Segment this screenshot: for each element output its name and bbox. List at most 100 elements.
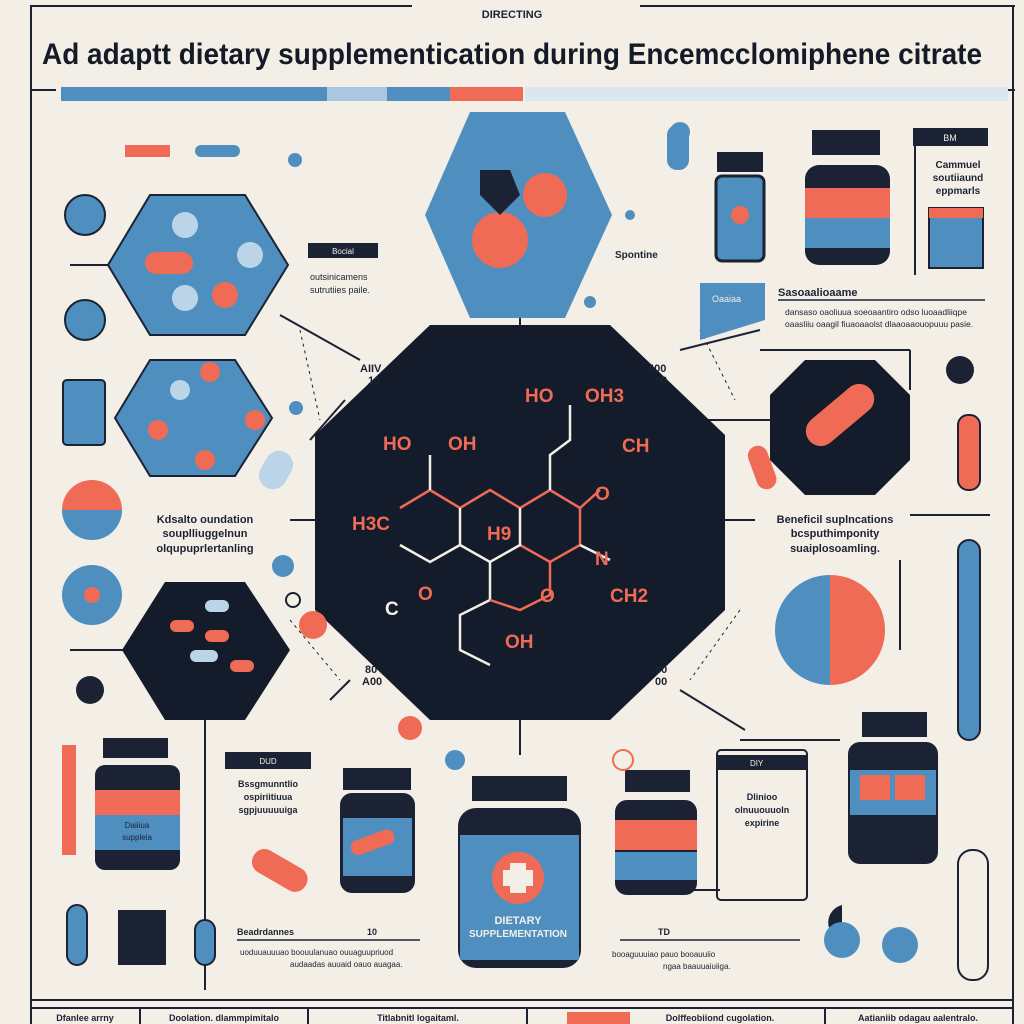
text-line: suaiplosoamling. [790,543,880,555]
molecule-node [148,420,168,440]
capsule-icon [145,252,193,274]
text-line: souplliuggelnun [163,528,248,540]
target-center-icon [84,587,100,603]
note-line: sutrutiies paile. [310,285,370,295]
decorative-dots [259,122,777,771]
top-molecule-hexagon [425,112,612,318]
bottom-center-note: TD booaguuuiao pauo booauuiio ngaa baauu… [612,927,800,971]
left-mid-text: Kdsalto oundation souplliuggelnun olqupu… [156,514,253,555]
section-title: Beadrdannes [237,927,294,937]
capsules-hexagon [106,194,290,336]
atom-label: CH [622,436,649,457]
footer-cell: Doolation. dlammpimitalo [169,1013,280,1023]
section-title: Sasoaalioaame [778,287,858,299]
thermometer-icon [957,539,981,741]
footer-cell: Dolffeobiiond cugolation. [666,1013,774,1023]
atom-label: H9 [487,524,511,545]
bottle-label: DIETARY [494,915,542,927]
card-line: olnuuouuoln [735,805,789,815]
card-line: Cammuel [935,160,980,171]
bottle-large-top [805,130,890,265]
card-line: Bssgmunntlio [238,779,299,789]
note-line: outsinicamens [310,272,368,282]
pill-icon [205,630,229,642]
section-body: dansaso oaoliuua soeoaantiro odso luoaad… [785,307,967,317]
card-tag: DUD [259,757,277,766]
atom-label: HO [383,434,412,455]
pencil-icon [62,745,76,855]
atom-label: OH [448,434,477,455]
molecule-node [170,380,190,400]
card-tag: BM [943,133,957,143]
note-body: booaguuuiao pauo booauuiio [612,950,716,959]
progress-segment-1 [61,87,327,101]
flower-icon [76,676,104,704]
capsule-icon [805,383,875,447]
card-line: ospiriitiuua [244,792,293,802]
corner-label: 10 [368,375,380,387]
atom-label: O [418,584,433,605]
text-line: bcsputhimponity [791,528,880,540]
pill-bottle-middle-left [340,768,415,893]
card-line: eppmarls [936,186,981,197]
card-line: sgpjuuuuuiga [239,805,299,815]
atom-label: O [540,586,555,607]
left-bottle: Daiiiua suppleia [95,738,180,870]
pill-icon [205,600,229,612]
molecule-hexagon [113,359,274,477]
pill-icon [237,242,263,268]
header-kicker: DIRECTING [482,9,543,21]
footer-cells: Dfanlee arrny Doolation. dlammpimitalo T… [56,1013,978,1023]
text-line: Kdsalto oundation [157,514,254,526]
bottle-middle-right [615,770,697,895]
molecule-structure [399,405,611,667]
note-tag: Bocial [332,247,354,256]
top-hexagon-label: Spontine [615,250,658,261]
card-line: Dlinioo [747,792,778,802]
corner-label: 00 [655,676,667,688]
molecule-labels: HO OH3 HO OH CH O H3C H9 N CH2 C O OH O [352,386,649,653]
footer-cell: Aatianiib odagau aalentralo. [858,1013,978,1023]
pill-icon [230,660,254,672]
page-title: Ad adaptt dietary supplementication duri… [42,38,982,71]
atom-label: OH [505,632,534,653]
pill-icon [172,212,198,238]
sprout-icon [882,927,918,963]
section-body: audaadas auuaid oauo auagaa. [290,960,403,969]
card-line: expirine [745,818,780,828]
pill-icon [212,282,238,308]
half-circle-icon [62,480,122,510]
progress-segment-rest [525,87,1008,101]
arrow-icon [125,145,170,157]
pill-icon [172,285,198,311]
note-value: TD [658,927,670,937]
right-mid-text: Beneficil suplncations bcsputhimponity s… [777,514,894,555]
molecule-sphere [472,212,528,268]
capsule-icon [195,145,240,157]
pill-icon [190,650,218,662]
corner-label: AIIV [360,363,382,375]
half-circle-icon [62,510,122,540]
footer-cell: Titlabnitl logaitaml. [377,1013,459,1023]
bottle-small [714,152,766,263]
atom-label: CH2 [610,586,648,607]
pie-half-icon [775,575,830,685]
capsule-icon [251,849,308,892]
molecule-node [480,170,520,215]
upper-left-note: Bocial outsinicamens sutrutiies paile. [308,243,378,295]
herb-icon [64,299,106,341]
dietary-supplement-bottle: DIETARY SUPPLEMENTATION [458,776,581,968]
capsule-icon [194,919,216,966]
jar-icon [62,379,106,446]
atom-label: HO [525,386,554,407]
section-value: 10 [367,927,377,937]
note-body: ngaa baauuaiuiiga. [663,962,731,971]
molecule-node [245,410,265,430]
section-body: uoduuauuuao boouulanuao ouuaguupriuod [240,948,393,957]
bottom-right-card: DIY Dlinioo olnuuouuoln expirine [716,749,808,901]
header-progress-bar [61,87,1008,101]
corner-label: 400 [648,363,666,375]
pill-tube-icon [957,849,989,981]
